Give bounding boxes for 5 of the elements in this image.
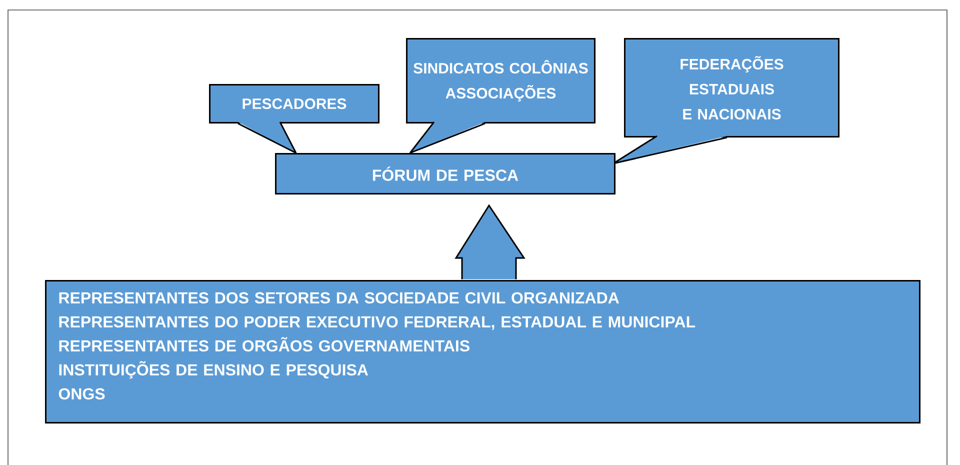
block-arrow [454, 204, 526, 280]
callout-box: FEDERAÇÕES ESTADUAIS E NACIONAIS [614, 38, 840, 164]
text-box: REPRESENTANTES DOS SETORES DA SOCIEDADE CIVIL ORGANIZADA REPRESENTANTES DO PODER EXECUTIVO FEDRERAL, ESTADUAL E MUNICIPAL REPRESENTANTES DE ORGÃOS GOVERNAMENTAIS INSTITUIÇÕES DE ENSINO E PESQUISA ONGS [45, 280, 920, 424]
callout-box: PESCADORES [209, 84, 380, 154]
callout-box: SINDICATOS COLÔNIAS ASSOCIAÇÕES [406, 38, 596, 154]
